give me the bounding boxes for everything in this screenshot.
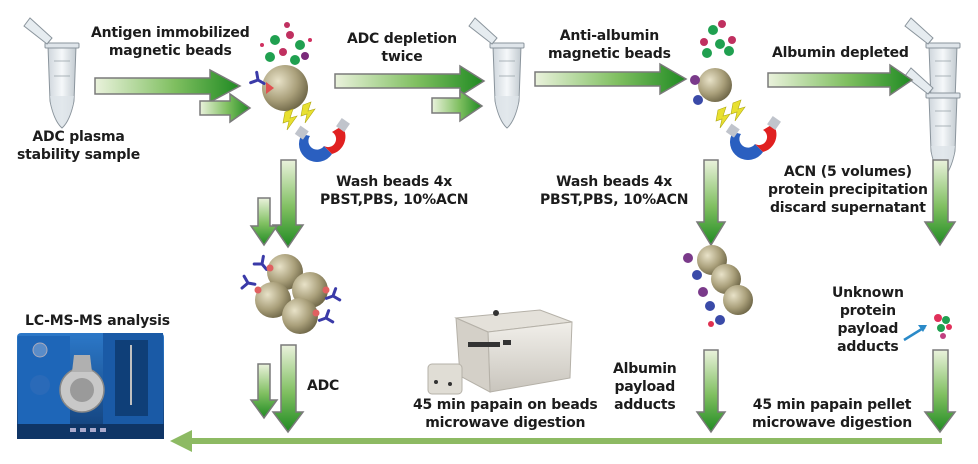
label-line: payload	[614, 379, 676, 395]
pellet-contents-icon	[934, 314, 952, 339]
label-line: protein	[839, 303, 896, 319]
arrow-adc-depletion	[334, 64, 486, 123]
arrow-pellet-digestion	[923, 349, 957, 434]
microwave-digester-icon	[427, 309, 573, 395]
label-lcms: LC-MS-MS analysis	[25, 313, 170, 329]
label-unknown-adducts: Unknown protein payload adducts	[832, 284, 904, 356]
washed-albumin-beads-icon	[683, 245, 753, 327]
magnet-icon-2	[715, 99, 781, 161]
label-wash-2: Wash beads 4x PBST,PBS, 10%ACN	[540, 173, 688, 209]
label-line: microwave digestion	[425, 415, 586, 431]
arrow-adc-elution	[249, 344, 305, 434]
label-line: adducts	[837, 339, 899, 355]
arrow-wash-1	[249, 159, 305, 249]
magnet-icon	[282, 101, 350, 163]
label-line: adducts	[614, 397, 676, 413]
label-anti-albumin-beads: Anti-albumin magnetic beads	[548, 27, 671, 63]
label-line: discard supernatant	[769, 200, 926, 216]
label-line: Unknown	[832, 285, 904, 301]
label-line: microwave digestion	[752, 415, 913, 431]
label-antigen-beads: Antigen immobilized magnetic beads	[91, 24, 250, 60]
arrow-albumin-payload	[695, 349, 727, 434]
washed-antigen-beads-icon	[240, 254, 342, 334]
label-line: 45 min papain on beads	[413, 397, 598, 413]
label-wash-1: Wash beads 4x PBST,PBS, 10%ACN	[320, 173, 468, 209]
label-line: stability sample	[17, 147, 141, 163]
label-line: PBST,PBS, 10%ACN	[540, 192, 689, 208]
label-papain-beads: 45 min papain on beads microwave digesti…	[413, 396, 598, 432]
label-acn-precipitation: ACN (5 volumes) protein precipitation di…	[768, 163, 928, 217]
label-line: ACN (5 volumes)	[783, 164, 912, 180]
label-papain-pellet: 45 min papain pellet microwave digestion	[752, 396, 912, 432]
antigen-bead-icon	[249, 65, 308, 111]
label-albumin-payload: Albumin payload adducts	[613, 360, 677, 414]
label-sample: ADC plasma stability sample	[17, 128, 140, 164]
label-line: Antigen immobilized	[91, 25, 250, 41]
sample-tube-icon	[23, 17, 80, 129]
label-line: Wash beads 4x	[556, 174, 673, 190]
lcms-instrument-icon	[17, 333, 164, 439]
arrow-to-lcms	[170, 430, 942, 452]
label-line: protein precipitation	[768, 182, 928, 198]
arrow-wash-2	[695, 159, 727, 247]
depleted-tube-icon	[468, 17, 525, 129]
protein-cloud-icon	[260, 22, 312, 65]
label-adc: ADC	[307, 378, 340, 394]
label-line: Anti-albumin	[559, 28, 659, 44]
arrow-albumin-depleted	[767, 63, 914, 97]
label-line: twice	[381, 49, 423, 65]
label-albumin-depleted: Albumin depleted	[772, 45, 909, 61]
label-line: Albumin	[613, 361, 677, 377]
label-line: Wash beads 4x	[336, 174, 453, 190]
arrow-to-antigen-beads	[94, 68, 252, 124]
label-line: payload	[837, 321, 899, 337]
anti-albumin-bead-icon	[690, 68, 732, 105]
label-line: magnetic beads	[108, 43, 232, 59]
label-line: ADC depletion	[347, 31, 457, 47]
label-adc-depletion: ADC depletion twice	[347, 30, 457, 66]
arrow-anti-albumin-beads	[534, 62, 688, 96]
label-line: 45 min papain pellet	[752, 397, 912, 413]
pointer-arrow-icon	[903, 325, 927, 342]
label-line: PBST,PBS, 10%ACN	[320, 192, 469, 208]
protein-cloud-icon-2	[700, 20, 736, 58]
label-line: magnetic beads	[548, 46, 671, 62]
arrow-acn	[923, 159, 957, 247]
label-line: ADC plasma	[32, 129, 125, 145]
